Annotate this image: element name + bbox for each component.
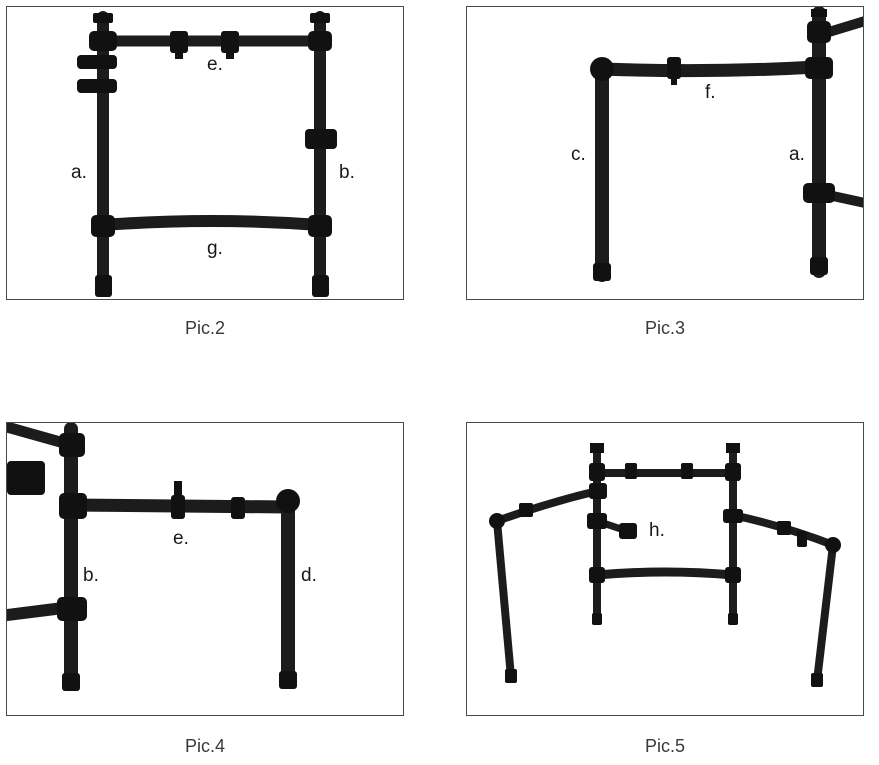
part-label-b: b.: [339, 162, 355, 183]
figure-pic3: c. f. a.: [466, 6, 864, 300]
figure-pic2: a. b. e. g.: [6, 6, 404, 300]
part-label-d: d.: [301, 565, 317, 586]
figure-caption-pic5: Pic.5: [644, 736, 686, 756]
part-label-e: e.: [207, 54, 223, 75]
rack-illustration-pic4: [7, 423, 300, 691]
part-label-a: a.: [71, 162, 87, 183]
part-label-b: b.: [83, 565, 99, 586]
rack-illustration-pic3: [590, 7, 863, 282]
part-label-f: f.: [705, 82, 716, 103]
part-label-e: e.: [173, 528, 189, 549]
rack-illustration-pic5: [489, 443, 841, 687]
part-label-a: a.: [789, 144, 805, 165]
figure-caption-pic4: Pic.4: [184, 736, 226, 756]
rack-illustration-pic2: [77, 11, 337, 297]
figure-pic4: e. b. d.: [6, 422, 404, 716]
part-label-h: h.: [649, 520, 665, 541]
part-label-g: g.: [207, 238, 223, 259]
figure-pic5: h.: [466, 422, 864, 716]
figure-caption-pic3: Pic.3: [644, 318, 686, 338]
part-label-c: c.: [571, 144, 586, 165]
figure-caption-pic2: Pic.2: [184, 318, 226, 338]
